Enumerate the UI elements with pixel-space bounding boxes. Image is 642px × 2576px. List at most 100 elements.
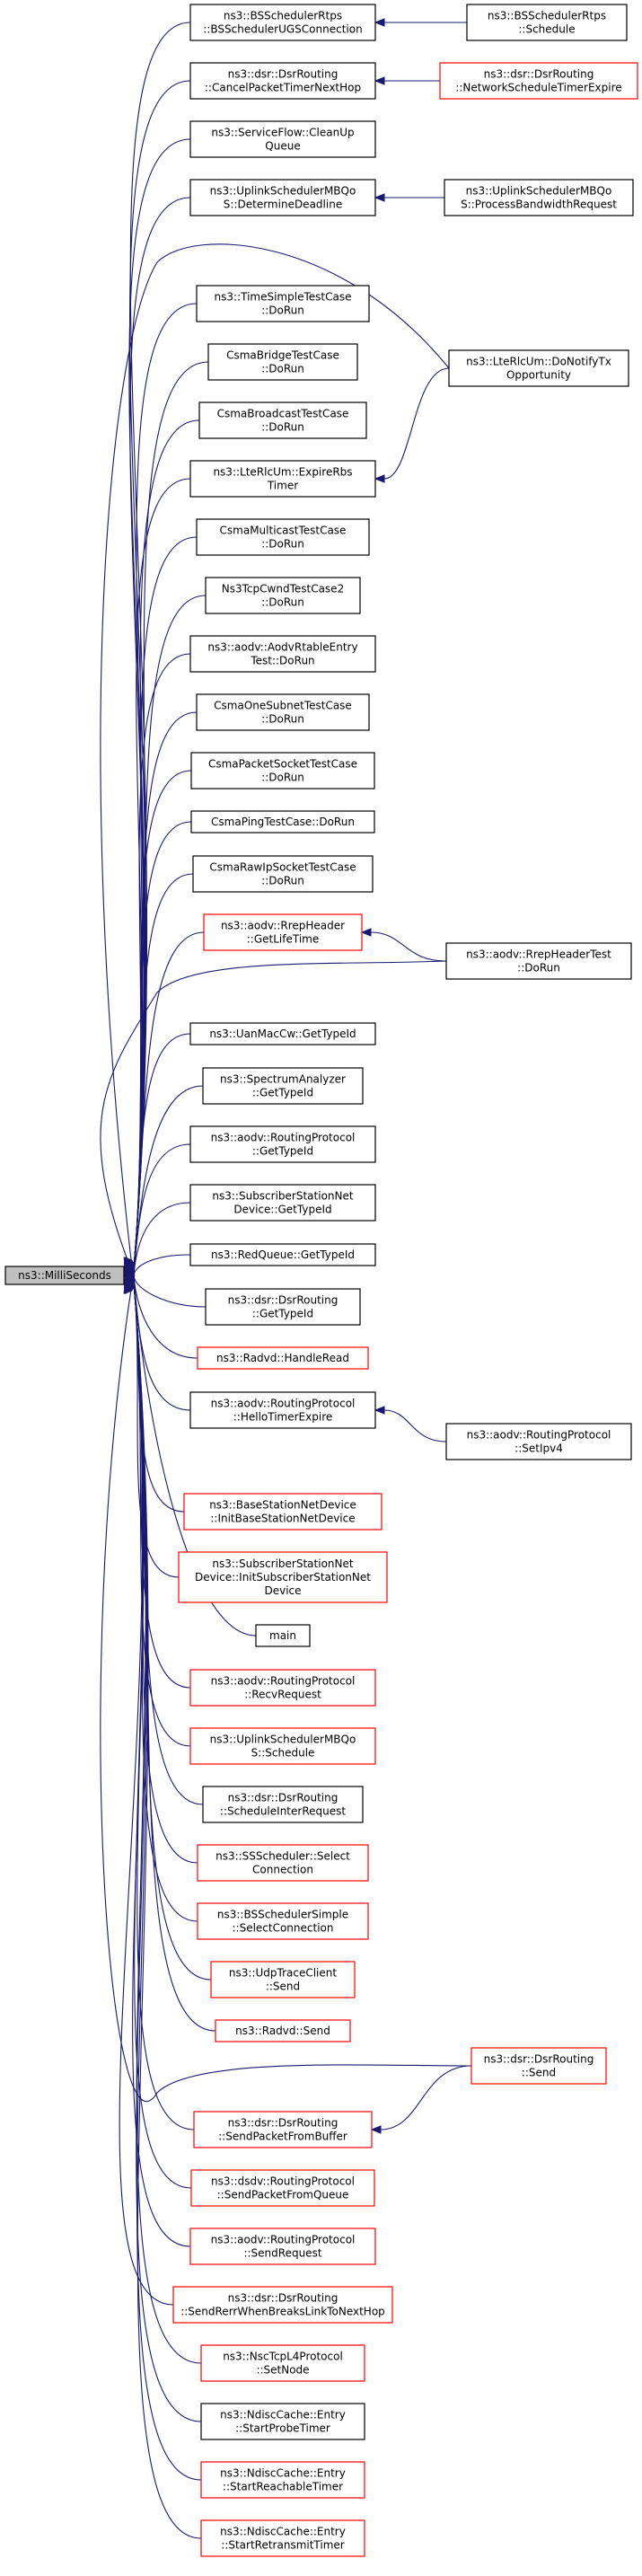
node-ns3-aodv-routingprotocol-recvrequest[interactable]: ns3::aodv::RoutingProtocol::RecvRequest xyxy=(189,1669,376,1707)
edge-n2-to-root xyxy=(129,80,191,1268)
node-box xyxy=(205,577,361,614)
node-label: ns3::NscTcpL4Protocol xyxy=(223,2351,343,2363)
node-label: ::SelectConnection xyxy=(232,1922,333,1935)
node-ns3-aodv-rrepheadertest-dorun[interactable]: ns3::aodv::RrepHeaderTest::DoRun xyxy=(445,942,632,980)
node-box xyxy=(172,2286,393,2324)
node-label: ::DoRun xyxy=(261,772,304,784)
node-label: ::NetworkScheduleTimerExpire xyxy=(455,82,621,94)
node-ns3-dsr-dsrrouting-gettypeid[interactable]: ns3::dsr::DsrRouting::GetTypeId xyxy=(205,1288,361,1326)
node-ns3-uanmaccw-gettypeid[interactable]: ns3::UanMacCw::GetTypeId xyxy=(189,1022,376,1045)
node-ns3-aodv-routingprotocol-hellotimerexpire[interactable]: ns3::aodv::RoutingProtocol::HelloTimerEx… xyxy=(189,1391,376,1429)
node-ns3-timesimpletestcase-dorun[interactable]: ns3::TimeSimpleTestCase::DoRun xyxy=(196,285,370,322)
nodes-layer: ns3::MilliSecondsns3::BSSchedulerRtps::B… xyxy=(4,4,638,2557)
node-box xyxy=(190,752,375,790)
edge-n38-to-root xyxy=(119,1283,174,2306)
node-ns3-aodv-routingprotocol-setipv4[interactable]: ns3::aodv::RoutingProtocol::SetIpv4 xyxy=(445,1423,632,1460)
node-label: CsmaBridgeTestCase xyxy=(226,349,339,362)
node-box xyxy=(444,179,634,216)
node-ns3-bsschedulersimple-selectconnection[interactable]: ns3::BSSchedulerSimple::SelectConnection xyxy=(197,1902,369,1940)
node-ns3-bsschedulerrtps-bsschedulerugsconnection[interactable]: ns3::BSSchedulerRtps::BSSchedulerUGSConn… xyxy=(189,4,376,41)
node-ns3-dsr-dsrrouting-scheduleinterrequest[interactable]: ns3::dsr::DsrRouting::ScheduleInterReque… xyxy=(202,1786,364,1823)
node-ns3-bsschedulerrtps-schedule[interactable]: ns3::BSSchedulerRtps::Schedule xyxy=(466,4,628,41)
node-ns3-radvd-handleread[interactable]: ns3::Radvd::HandleRead xyxy=(197,1346,369,1370)
node-ns3-dsr-dsrrouting-networkscheduletimerexpire[interactable]: ns3::dsr::DsrRouting::NetworkScheduleTim… xyxy=(439,62,638,100)
node-ns3-uplinkschedulermbqos-determinedeadline[interactable]: ns3::UplinkSchedulerMBQoS::DetermineDead… xyxy=(189,179,376,216)
node-label: CsmaBroadcastTestCase xyxy=(217,408,349,420)
node-label: ::DoRun xyxy=(261,875,304,887)
node-box xyxy=(189,1022,376,1045)
node-label: ns3::dsr::DsrRouting xyxy=(228,68,339,81)
node-ns3-subscriberstationnetdevice-initsubscriberstationnetdevic[interactable]: ns3::SubscriberStationNetDevice::InitSub… xyxy=(178,1551,388,1603)
node-csmabroadcasttestcase-dorun[interactable]: CsmaBroadcastTestCase::DoRun xyxy=(198,401,367,439)
edge-n19-to-root xyxy=(133,1143,191,1275)
node-ns3-udptraceclient-send[interactable]: ns3::UdpTraceClient::Send xyxy=(210,1961,356,1998)
node-box xyxy=(197,1844,369,1882)
node-ns3-radvd-send[interactable]: ns3::Radvd::Send xyxy=(215,2019,351,2042)
node-box xyxy=(466,4,628,41)
node-csmabridgetestcase-dorun[interactable]: CsmaBridgeTestCase::DoRun xyxy=(207,343,358,381)
node-ns3-dsr-dsrrouting-cancelpackettimernexthop[interactable]: ns3::dsr::DsrRouting::CancelPacketTimerN… xyxy=(189,62,376,100)
node-ns3-uplinkschedulermbqos-processbandwidthrequest[interactable]: ns3::UplinkSchedulerMBQoS::ProcessBandwi… xyxy=(444,179,634,216)
node-main[interactable]: main xyxy=(255,1624,311,1647)
node-ns3-dsdv-routingprotocol-sendpacketfromqueue[interactable]: ns3::dsdv::RoutingProtocol::SendPacketFr… xyxy=(190,2169,375,2207)
node-label: S::Schedule xyxy=(251,1747,315,1760)
node-ns3-subscriberstationnetdevice-gettypeid[interactable]: ns3::SubscriberStationNetDevice::GetType… xyxy=(189,1184,376,1222)
node-label: ns3::aodv::AodvRtableEntry xyxy=(207,641,357,654)
node-ns3-nsctcpl4protocol-setnode[interactable]: ns3::NscTcpL4Protocol::SetNode xyxy=(200,2344,365,2382)
node-label: ::SendRequest xyxy=(243,2247,321,2260)
node-label: ns3::BSSchedulerRtps xyxy=(224,10,342,22)
node-label: S::DetermineDeadline xyxy=(224,198,342,211)
node-box xyxy=(189,1125,376,1163)
node-label: CsmaOneSubnetTestCase xyxy=(214,700,352,712)
edge-arrowhead xyxy=(374,193,385,202)
node-box xyxy=(189,2228,376,2265)
node-ns3-aodv-routingprotocol-sendrequest[interactable]: ns3::aodv::RoutingProtocol::SendRequest xyxy=(189,2228,376,2265)
node-label: Test::DoRun xyxy=(250,655,314,667)
node-label: ns3::UdpTraceClient xyxy=(229,1967,337,1980)
node-box xyxy=(189,1184,376,1222)
edge-o7-to-root xyxy=(100,1283,472,2102)
node-label: ::BSSchedulerUGSConnection xyxy=(203,23,362,36)
edge-n37-to-root xyxy=(132,1283,191,2247)
node-label: ::Send xyxy=(522,2067,556,2079)
node-ns3-dsr-dsrrouting-sendpacketfrombuffer[interactable]: ns3::dsr::DsrRouting::SendPacketFromBuff… xyxy=(193,2111,373,2148)
node-label: ns3::dsdv::RoutingProtocol xyxy=(211,2175,355,2188)
node-ns3-basestationnetdevice-initbasestationnetdevice[interactable]: ns3::BaseStationNetDevice::InitBaseStati… xyxy=(183,1493,383,1531)
node-csmapacketsockettestcase-dorun[interactable]: CsmaPacketSocketTestCase::DoRun xyxy=(190,752,375,790)
node-ns3tcpcwndtestcase2-dorun[interactable]: Ns3TcpCwndTestCase2::DoRun xyxy=(205,577,361,614)
node-label: CsmaPacketSocketTestCase xyxy=(208,758,357,771)
node-label: ::SendPacketFromQueue xyxy=(217,2189,349,2201)
node-label: ns3::dsr::DsrRouting xyxy=(228,2292,339,2305)
node-csmaonesubnettestcase-dorun[interactable]: CsmaOneSubnetTestCase::DoRun xyxy=(196,693,370,731)
node-csmarawipsockettestcase-dorun[interactable]: CsmaRawIpSocketTestCase::DoRun xyxy=(192,855,374,893)
node-ns3-redqueue-gettypeid[interactable]: ns3::RedQueue::GetTypeId xyxy=(189,1243,376,1266)
node-label: ns3::SubscriberStationNet xyxy=(212,1557,353,1570)
node-box xyxy=(189,1391,376,1429)
node-ns3-aodv-rrepheader-getlifetime[interactable]: ns3::aodv::RrepHeader::GetLifeTime xyxy=(203,913,363,951)
node-ns3-spectrumanalyzer-gettypeid[interactable]: ns3::SpectrumAnalyzer::GetTypeId xyxy=(202,1067,364,1105)
node-ns3-aodv-routingprotocol-gettypeid[interactable]: ns3::aodv::RoutingProtocol::GetTypeId xyxy=(189,1125,376,1163)
node-box xyxy=(4,1266,125,1285)
node-ns3-ndisccache-entry-startprobetimer[interactable]: ns3::NdiscCache::Entry::StartProbeTimer xyxy=(200,2403,365,2440)
node-ns3-dsr-dsrrouting-send[interactable]: ns3::dsr::DsrRouting::Send xyxy=(471,2047,607,2085)
node-label: ns3::aodv::RrepHeader xyxy=(221,920,345,932)
node-csmamulticasttestcase-dorun[interactable]: CsmaMulticastTestCase::DoRun xyxy=(196,518,370,556)
node-label: ns3::aodv::RoutingProtocol xyxy=(467,1429,611,1442)
node-ns3-dsr-dsrrouting-sendrerrwhenbreakslinktonexthop[interactable]: ns3::dsr::DsrRouting::SendRerrWhenBreaks… xyxy=(172,2286,393,2324)
node-label: ::StartReachableTimer xyxy=(223,2481,343,2493)
node-ns3-ndisccache-entry-startretransmittimer[interactable]: ns3::NdiscCache::Entry::StartRetransmitT… xyxy=(200,2519,365,2557)
edge-n17-to-root xyxy=(133,1033,191,1273)
node-label: ns3::UanMacCw::GetTypeId xyxy=(209,1028,356,1040)
node-label: Device::InitSubscriberStationNet xyxy=(195,1571,371,1584)
node-box xyxy=(189,1727,376,1765)
node-box xyxy=(190,2169,375,2207)
node-csmapingtestcase-dorun[interactable]: CsmaPingTestCase::DoRun xyxy=(190,810,375,834)
node-ns3-ssscheduler-selectconnection[interactable]: ns3::SSScheduler::SelectConnection xyxy=(197,1844,369,1882)
node-ns3-ndisccache-entry-startreachabletimer[interactable]: ns3::NdiscCache::Entry::StartReachableTi… xyxy=(200,2461,365,2499)
node-box xyxy=(189,1669,376,1707)
